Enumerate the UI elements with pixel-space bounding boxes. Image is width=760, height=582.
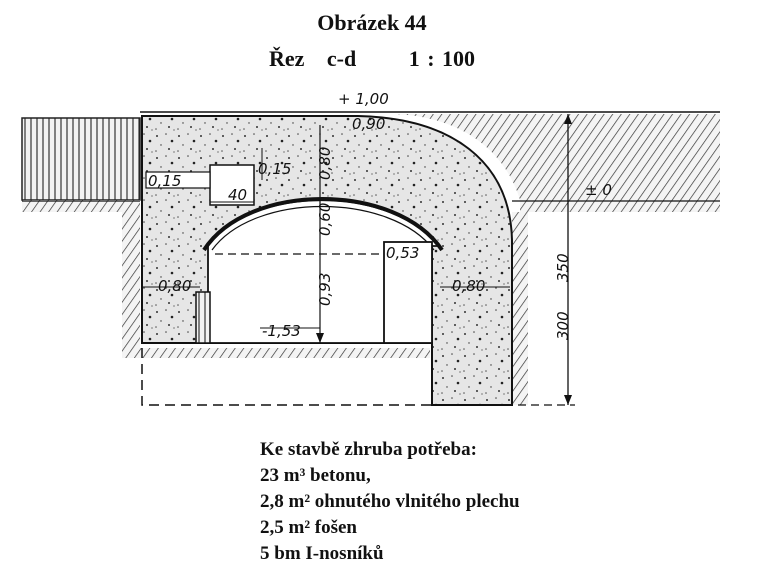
notes-heading: Ke stavbě zhruba potřeba:	[260, 439, 477, 460]
dim-ground: ± 0	[585, 181, 612, 199]
ground-left	[22, 200, 140, 212]
dim-left-wall: 0,80	[158, 277, 191, 295]
material-notes: Ke stavbě zhruba potřeba: 23 m³ betonu, …	[260, 437, 520, 567]
earth-pit-left	[122, 212, 140, 350]
dim-right-post: 0,53	[386, 244, 419, 262]
dim-shelf: 40	[228, 186, 247, 204]
notes-line-planks: 2,5 m² fošen	[260, 517, 357, 538]
foundation-dashed	[141, 348, 432, 406]
arch-sheet	[202, 197, 444, 252]
dim-top-level: + 1,00	[338, 90, 389, 108]
section-scale: 1 : 100	[408, 46, 476, 71]
earth-top-right	[390, 114, 720, 200]
dim-depth-b: 350	[554, 253, 572, 282]
dim-cover: 0,15	[258, 160, 291, 178]
notes-line-concrete: 23 m³ betonu,	[260, 465, 371, 486]
dim-rise: 0,60	[316, 203, 334, 236]
notes-line-beams: 5 bm I-nosníků	[260, 543, 384, 564]
dim-crown: 0,90	[352, 115, 385, 133]
dim-depth-a: 300	[554, 311, 572, 340]
dim-right-wall: 0,80	[452, 277, 485, 295]
ground-right	[520, 200, 720, 212]
left-fence	[21, 117, 141, 201]
shelf-top	[145, 171, 211, 189]
door-plank	[195, 291, 211, 344]
section-title: Řez c-d 1 : 100	[0, 46, 752, 72]
notes-line-sheet: 2,8 m² ohnutého vlnitého plechu	[260, 491, 520, 512]
section-label: Řez	[268, 46, 305, 71]
dim-height: 0,93	[316, 273, 334, 306]
dim-floor: -1,53	[262, 322, 301, 340]
section-name: c-d	[326, 46, 357, 71]
arch-inner	[211, 206, 435, 251]
dim-arch-thick: 0,80	[316, 147, 334, 180]
earth-pit-bottom	[122, 348, 430, 358]
figure-title: Obrázek 44	[317, 10, 427, 35]
dim-wall-top: 0,15	[148, 172, 181, 190]
right-post	[383, 241, 433, 344]
earth-pit-right	[512, 212, 528, 405]
